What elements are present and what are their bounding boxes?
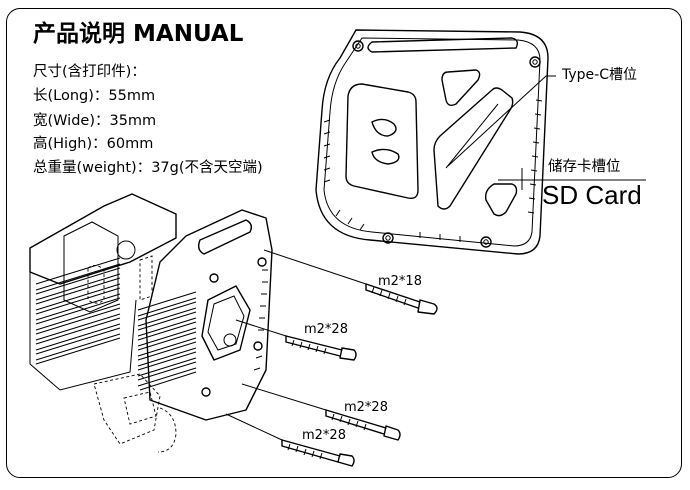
screw-label-m2x28-middle: m2*28 bbox=[344, 400, 388, 415]
spec-weight: 总重量(weight)：37g(不含天空端) bbox=[33, 160, 263, 176]
housing-exploded-drawing-icon bbox=[29, 193, 273, 453]
spec-wide: 宽(Wide)：35mm bbox=[33, 113, 157, 129]
spec-high: 高(High)：60mm bbox=[33, 136, 154, 152]
side-plate-drawing-icon bbox=[315, 29, 549, 255]
manual-frame bbox=[6, 8, 682, 478]
type-c-slot-label: Type-C槽位 bbox=[562, 67, 637, 83]
screw-label-m2x18: m2*18 bbox=[378, 274, 422, 289]
screw-drawing-icon bbox=[225, 249, 438, 467]
screw-label-m2x28-top: m2*28 bbox=[304, 322, 348, 337]
sd-card-label: SD Card bbox=[542, 180, 642, 210]
page-title: 产品说明 MANUAL bbox=[33, 21, 244, 47]
spec-long: 长(Long)：55mm bbox=[33, 88, 156, 104]
storage-card-slot-label: 储存卡槽位 bbox=[548, 159, 621, 175]
spec-size-heading: 尺寸(含打印件)： bbox=[33, 64, 146, 80]
screw-label-m2x28-bottom: m2*28 bbox=[302, 428, 346, 443]
